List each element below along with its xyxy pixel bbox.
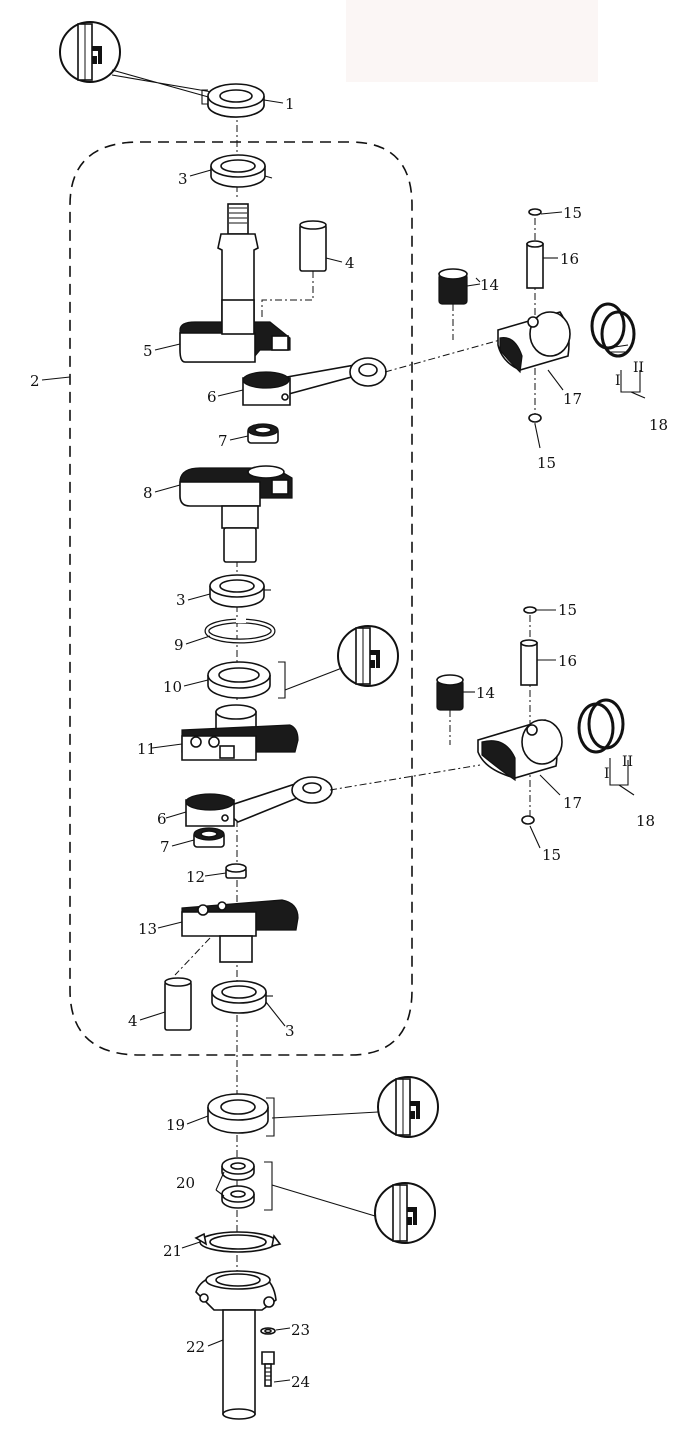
label-part-21: 21 [163, 1242, 182, 1260]
ring-mark-ii: II [622, 754, 633, 770]
housing-bolt [261, 1351, 275, 1387]
needle-bearing-lower [436, 674, 464, 745]
label-part-15: 15 [558, 601, 577, 619]
grease-callout-icon [264, 1161, 436, 1244]
label-part-16: 16 [558, 652, 577, 670]
housing-gasket [194, 1231, 282, 1253]
thrust-washer [225, 863, 247, 879]
label-part-13: 13 [138, 920, 157, 938]
crank-web-middle-lower [181, 704, 299, 761]
label-part-5: 5 [143, 342, 153, 360]
label-part-24: 24 [291, 1373, 310, 1391]
label-part-23: 23 [291, 1321, 310, 1339]
label-part-7: 7 [160, 838, 170, 856]
ring-mark-i: I [615, 373, 621, 389]
lower-oil-seals [221, 1157, 255, 1209]
label-part-15: 15 [542, 846, 561, 864]
label-part-20: 20 [176, 1174, 195, 1192]
label-part-3: 3 [285, 1022, 295, 1040]
small-bearing-upper [247, 423, 279, 444]
label-part-11: 11 [137, 740, 156, 758]
lower-seal-housing [195, 1270, 277, 1420]
label-part-7: 7 [218, 432, 228, 450]
label-part-12: 12 [186, 868, 205, 886]
piston-clip-lower-a [523, 606, 537, 614]
label-part-2: 2 [30, 372, 40, 390]
label-part-14: 14 [476, 684, 495, 702]
label-part-10: 10 [163, 678, 182, 696]
label-part-9: 9 [174, 636, 184, 654]
label-part-16: 16 [560, 250, 579, 268]
label-part-1: 1 [285, 95, 295, 113]
piston-pin-lower [520, 639, 538, 686]
label-part-8: 8 [143, 484, 153, 502]
bearing-top [210, 154, 273, 188]
small-bearing-lower [193, 827, 225, 848]
label-part-22: 22 [186, 1338, 205, 1356]
upper-crankshaft-web [179, 203, 291, 363]
label-part-15: 15 [537, 454, 556, 472]
label-part-14: 14 [480, 276, 499, 294]
label-part-4: 4 [345, 254, 355, 272]
piston-clip-upper-b [528, 413, 542, 423]
crank-web-lower [174, 899, 299, 976]
label-part-18: 18 [636, 812, 655, 830]
label-part-6: 6 [207, 388, 217, 406]
ball-bearing-lower [207, 1093, 269, 1134]
label-part-17: 17 [563, 390, 582, 408]
label-part-3: 3 [176, 591, 186, 609]
retaining-ring [204, 617, 276, 644]
connecting-rod-lower [185, 764, 481, 827]
grease-callout-icon [266, 1076, 439, 1138]
label-part-3: 3 [178, 170, 188, 188]
bolt-washer [260, 1327, 276, 1335]
label-part-4: 4 [128, 1012, 138, 1030]
label-part-6: 6 [157, 810, 167, 828]
crank-web-middle-upper [179, 465, 293, 563]
label-part-15: 15 [563, 204, 582, 222]
grease-callout-icon [59, 21, 213, 105]
piston-pin-upper [526, 240, 544, 289]
piston-rings-lower [577, 698, 635, 796]
crank-pin-bottom [164, 977, 192, 1031]
label-part-19: 19 [166, 1116, 185, 1134]
bearing-bottom [211, 980, 273, 1014]
crankshaft-assembly-frame [69, 141, 413, 1056]
piston-clip-lower-b [521, 815, 535, 825]
grease-callout-icon [278, 625, 399, 699]
ring-mark-ii: II [633, 360, 644, 376]
ring-mark-i: I [604, 766, 610, 782]
label-part-17: 17 [563, 794, 582, 812]
piston-upper [497, 311, 571, 374]
piston-clip-upper-a [528, 208, 542, 216]
connecting-rod-upper [242, 339, 501, 406]
crank-pin-top [261, 220, 327, 318]
bearing-middle [209, 574, 271, 608]
leader-lines [41, 99, 564, 1383]
label-part-18: 18 [649, 416, 668, 434]
needle-bearing-upper [438, 268, 468, 340]
piston-lower [477, 719, 563, 782]
oil-seal-middle [207, 661, 271, 699]
oil-seal-top [207, 83, 265, 118]
piston-rings-upper [590, 302, 646, 399]
